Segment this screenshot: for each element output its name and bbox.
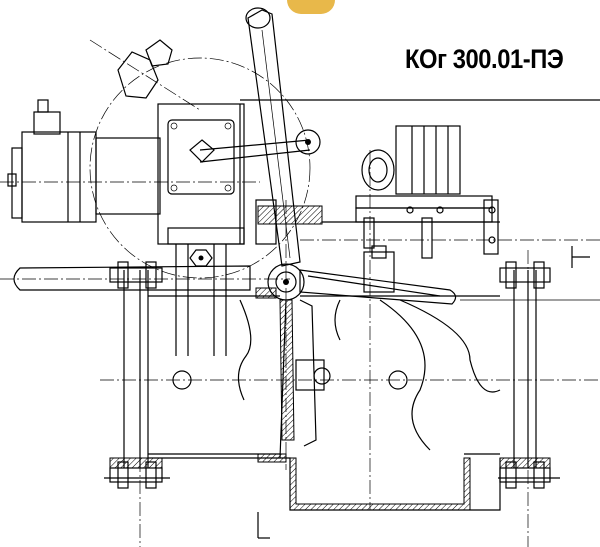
- top-flange: [240, 99, 600, 245]
- lever-arm: [245, 7, 301, 267]
- guide-rod: [0, 265, 290, 291]
- drawing-title: КОг 300.01-ПЭ: [405, 44, 564, 74]
- counterweight-arm: [299, 245, 457, 305]
- electric-drive: [0, 99, 260, 223]
- valve-body: [100, 267, 600, 511]
- actuator: [355, 125, 499, 259]
- logo-fragment: [287, 0, 335, 14]
- flap-disc: [255, 200, 331, 470]
- center-lines: [139, 150, 600, 547]
- swing-arc: [89, 57, 311, 279]
- gearbox: [157, 103, 321, 356]
- counterweight: [89, 39, 201, 111]
- flange-bolts: [104, 261, 560, 489]
- section-arrows: [257, 246, 590, 539]
